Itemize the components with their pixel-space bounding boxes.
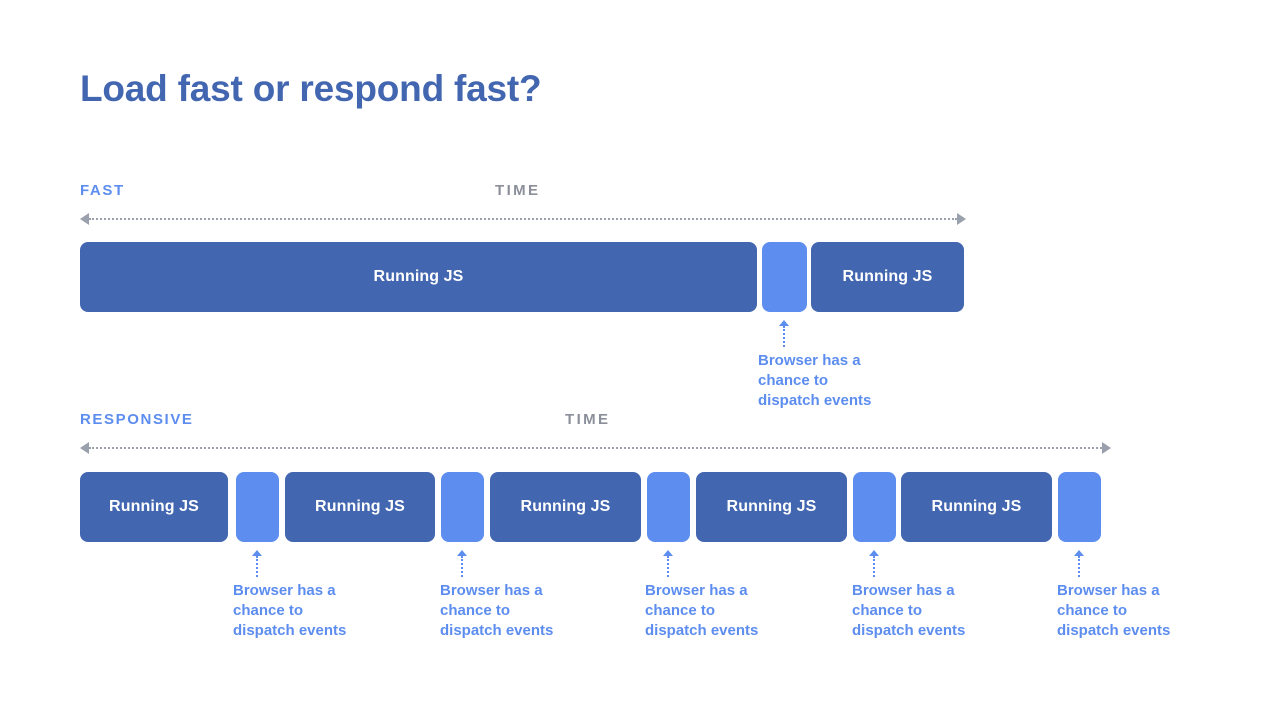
callout-text-line: dispatch events <box>1057 622 1171 639</box>
event-gap-block <box>1058 472 1101 542</box>
running-js-label: Running JS <box>109 498 199 515</box>
running-js-label: Running JS <box>726 498 817 515</box>
running-js-block: Running JS <box>490 472 641 542</box>
running-js-block: Running JS <box>285 472 435 542</box>
running-js-label: Running JS <box>931 498 1022 515</box>
callout-text-line: Browser has a <box>645 582 748 599</box>
time-axis-label-fast: TIME <box>495 182 541 199</box>
callout-text-line: Browser has a <box>233 582 336 599</box>
time-axis-label-responsive: TIME <box>565 411 611 428</box>
callout-text-line: dispatch events <box>440 622 554 639</box>
running-js-label: Running JS <box>315 498 405 515</box>
callout-leader-line <box>1078 556 1080 577</box>
callout-text-line: Browser has a <box>440 582 543 599</box>
time-axis-responsive <box>80 442 1111 454</box>
callout-text-line: Browser has a <box>1057 582 1160 599</box>
arrow-right-icon <box>1102 442 1111 454</box>
callout-text-line: dispatch events <box>852 622 966 639</box>
page-title: Load fast or respond fast? <box>80 68 542 109</box>
callout-text-line: Browser has a <box>852 582 955 599</box>
callout-text-line: chance to <box>233 602 304 619</box>
running-js-block: Running JS <box>80 472 228 542</box>
callout-text: Browser has a chance to dispatch events <box>1057 581 1170 641</box>
callout-text: Browser has a chance to dispatch events <box>758 351 871 411</box>
arrow-up-icon <box>663 550 673 556</box>
row-label-responsive: RESPONSIVE <box>80 411 194 428</box>
callout-text-line: Browser has a <box>758 352 861 369</box>
callout-leader-line <box>667 556 669 577</box>
callout-text: Browser has a chance to dispatch events <box>233 581 346 641</box>
callout-text-line: chance to <box>1057 602 1128 619</box>
axis-dotted-line <box>89 447 1102 449</box>
running-js-block: Running JS <box>901 472 1052 542</box>
event-gap-block <box>236 472 279 542</box>
arrow-up-icon <box>1074 550 1084 556</box>
callout-text: Browser has a chance to dispatch events <box>440 581 553 641</box>
arrow-up-icon <box>869 550 879 556</box>
callout-leader-line <box>256 556 258 577</box>
event-gap-block <box>762 242 807 312</box>
axis-dotted-line <box>89 218 957 220</box>
arrow-up-icon <box>457 550 467 556</box>
event-gap-block <box>647 472 690 542</box>
callout-text-line: chance to <box>440 602 511 619</box>
callout-text-line: dispatch events <box>233 622 347 639</box>
running-js-block: Running JS <box>80 242 757 312</box>
callout-text-line: chance to <box>758 372 829 389</box>
callout-leader-line <box>783 326 785 347</box>
callout-text-line: chance to <box>645 602 716 619</box>
callout-text-line: chance to <box>852 602 923 619</box>
arrow-right-icon <box>957 213 966 225</box>
event-gap-block <box>441 472 484 542</box>
running-js-label: Running JS <box>842 268 933 285</box>
time-axis-fast <box>80 213 966 225</box>
callout-text-line: dispatch events <box>645 622 759 639</box>
running-js-block: Running JS <box>811 242 964 312</box>
arrow-up-icon <box>779 320 789 326</box>
arrow-left-icon <box>80 213 89 225</box>
callout-leader-line <box>873 556 875 577</box>
arrow-left-icon <box>80 442 89 454</box>
running-js-label: Running JS <box>373 268 464 285</box>
arrow-up-icon <box>252 550 262 556</box>
callout-text: Browser has a chance to dispatch events <box>645 581 758 641</box>
event-gap-block <box>853 472 896 542</box>
callout-leader-line <box>461 556 463 577</box>
callout-text: Browser has a chance to dispatch events <box>852 581 965 641</box>
callout-text-line: dispatch events <box>758 392 872 409</box>
row-label-fast: FAST <box>80 182 125 199</box>
running-js-label: Running JS <box>520 498 611 515</box>
running-js-block: Running JS <box>696 472 847 542</box>
